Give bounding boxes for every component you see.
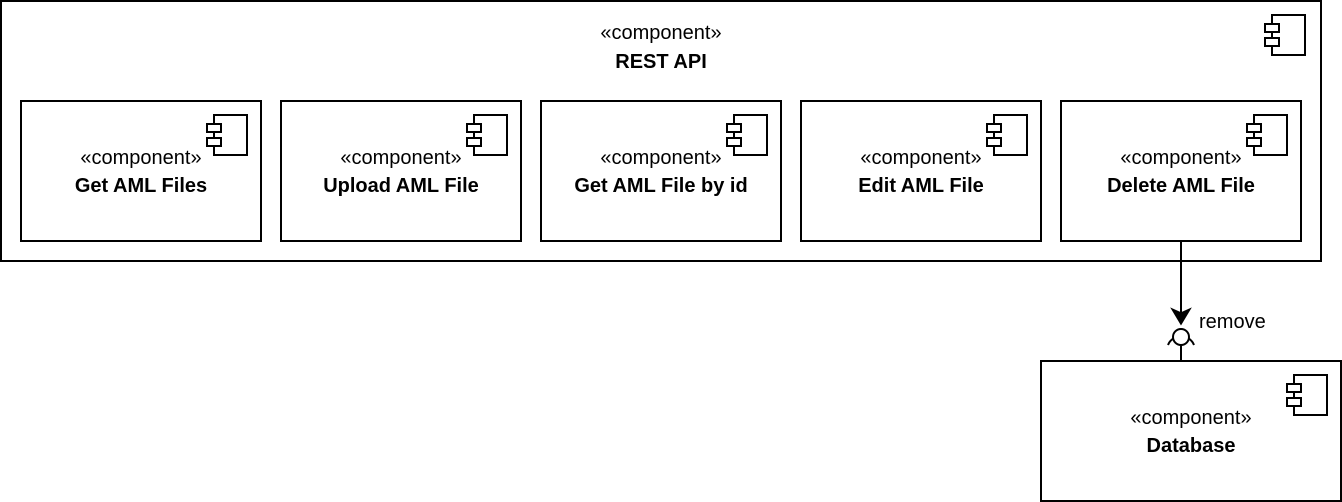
component-stereotype: «component» [600, 147, 722, 169]
component-name: Get AML Files [74, 175, 208, 197]
component-stereotype: «component» [80, 147, 202, 169]
component-name: Delete AML File [1107, 175, 1255, 197]
component-icon [1286, 374, 1328, 416]
component-name: Get AML File by id [574, 175, 748, 197]
rest-api-name: REST API [615, 51, 707, 73]
component-name: Edit AML File [858, 175, 984, 197]
component-icon [986, 114, 1028, 156]
database-name: Database [1146, 435, 1236, 457]
component-stereotype: «component» [340, 147, 462, 169]
component-icon [206, 114, 248, 156]
component-name: Upload AML File [323, 175, 479, 197]
component-delete-aml-file[interactable]: «component» Delete AML File [1060, 100, 1302, 242]
component-stereotype: «component» [1120, 147, 1242, 169]
provided-interface-ball [1172, 328, 1190, 346]
component-icon [726, 114, 768, 156]
database-stereotype: «component» [1130, 407, 1252, 429]
component-icon [1264, 14, 1306, 56]
component-icon [1246, 114, 1288, 156]
interface-label: remove [1199, 311, 1266, 333]
component-stereotype: «component» [860, 147, 982, 169]
component-icon [466, 114, 508, 156]
arrow-head [1170, 307, 1192, 326]
rest-api-stereotype: «component» [600, 22, 722, 44]
